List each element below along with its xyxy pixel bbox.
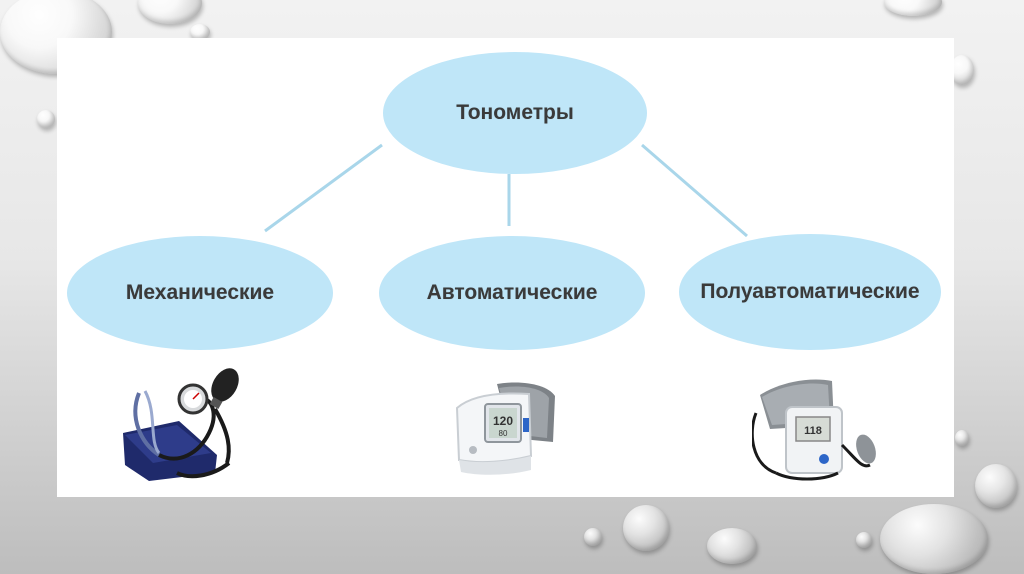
child-node-automatic: Автоматические: [379, 236, 645, 350]
water-drop: [975, 464, 1017, 508]
diagram-slide: Тонометры Механические Автоматические По…: [57, 38, 954, 497]
water-drop: [856, 532, 872, 548]
water-drop: [623, 505, 669, 551]
child-node-mechanical: Механические: [67, 236, 333, 350]
child-node-label: Автоматические: [427, 281, 598, 305]
water-drop: [584, 528, 602, 546]
water-drop: [880, 504, 988, 574]
automatic-tonometer-icon: 120 80: [451, 378, 563, 478]
child-node-semiautomatic: Полуавтоматические: [679, 234, 941, 350]
svg-text:120: 120: [493, 414, 513, 428]
water-drop: [138, 0, 202, 24]
child-node-label: Полуавтоматические: [700, 280, 919, 304]
water-drop: [884, 0, 942, 16]
water-drop: [955, 430, 969, 446]
water-drop: [707, 528, 757, 564]
mechanical-tonometer-icon: [119, 363, 249, 488]
water-drop: [37, 110, 55, 128]
connector-line-mechanical: [265, 145, 382, 231]
semiautomatic-tonometer-icon: 118: [752, 373, 882, 488]
root-node-label: Тонометры: [456, 101, 574, 125]
connector-line-semiautomatic: [642, 145, 747, 236]
root-node: Тонометры: [383, 52, 647, 174]
child-node-label: Механические: [126, 281, 274, 305]
svg-text:80: 80: [499, 429, 508, 438]
svg-text:118: 118: [804, 425, 822, 437]
